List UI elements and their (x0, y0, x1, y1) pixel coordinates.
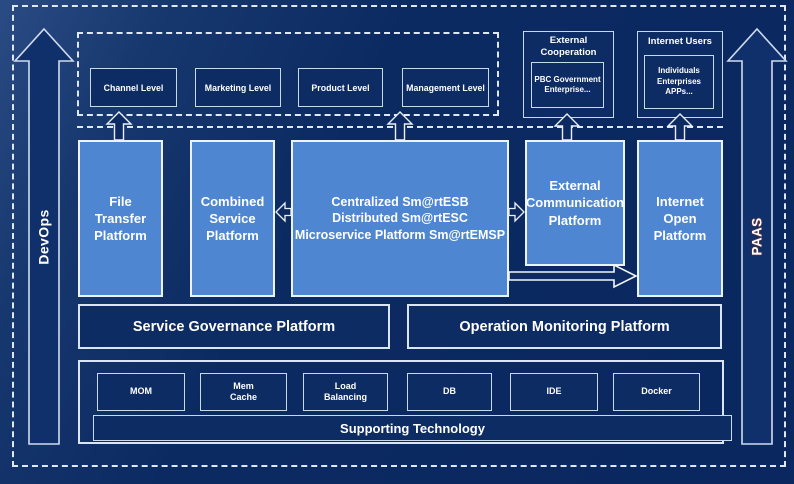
platform-label: Centralized Sm@rtESB Distributed Sm@rtES… (294, 194, 506, 242)
external-cooperation-box: External Cooperation PBC Government Ente… (523, 31, 614, 118)
tech-box-db: DB (407, 373, 492, 411)
internet-users-content: Individuals Enterprises APPs... (644, 55, 714, 109)
tech-label: Docker (641, 386, 672, 397)
platform-label: Combined Service Platform (200, 193, 265, 244)
governance-label: Service Governance Platform (132, 318, 336, 335)
paas-label: PAAS (749, 217, 765, 256)
tech-box-mom: MOM (97, 373, 185, 411)
outer-dashed-border (12, 5, 786, 467)
tech-label: DB (443, 386, 456, 397)
devops-label: DevOps (36, 208, 52, 265)
tech-box-docker: Docker (613, 373, 700, 411)
tech-label: MOM (130, 386, 152, 397)
devops-label-wrap: DevOps (14, 28, 74, 445)
internet-users-title: Internet Users (648, 36, 712, 47)
level-label: Channel Level (103, 82, 164, 93)
platform-file-transfer: File Transfer Platform (78, 140, 163, 297)
level-label: Product Level (311, 82, 370, 93)
platform-central-esb: Centralized Sm@rtESB Distributed Sm@rtES… (291, 140, 509, 297)
level-box-marketing: Marketing Level (195, 68, 281, 107)
supporting-technology-label: Supporting Technology (340, 420, 485, 436)
external-cooperation-content: PBC Government Enterprise... (531, 62, 604, 108)
platform-external-communication: External Communication Platform (525, 140, 625, 266)
up-arrow-icon (553, 113, 581, 141)
tech-label: Mem Cache (229, 380, 257, 402)
level-label: Management Level (406, 82, 485, 93)
platform-internet-open: Internet Open Platform (637, 140, 723, 297)
right-arrow-icon (508, 201, 525, 223)
platform-label: File Transfer Platform (94, 193, 147, 244)
long-right-arrow-icon (508, 263, 638, 289)
service-governance-platform: Service Governance Platform (78, 304, 390, 349)
paas-label-wrap: PAAS (727, 28, 787, 445)
tech-box-mem-cache: Mem Cache (200, 373, 287, 411)
level-label: Marketing Level (204, 82, 272, 93)
monitoring-label: Operation Monitoring Platform (459, 318, 670, 335)
up-arrow-icon (666, 113, 694, 141)
tech-box-ide: IDE (510, 373, 598, 411)
platform-label: Internet Open Platform (653, 193, 707, 244)
platform-label: External Communication Platform (525, 178, 625, 228)
up-arrow-icon (386, 111, 414, 141)
internet-users-box: Internet Users Individuals Enterprises A… (637, 31, 723, 118)
supporting-technology-bar: Supporting Technology (93, 415, 732, 441)
levels-dashed-container (77, 32, 499, 116)
up-arrow-icon (105, 111, 133, 141)
tech-label: Load Balancing (323, 380, 367, 402)
devops-arrow-icon (13, 27, 75, 445)
platform-combined-service: Combined Service Platform (190, 140, 275, 297)
supporting-technology-container (78, 360, 724, 444)
left-arrow-icon (275, 201, 292, 223)
operation-monitoring-platform: Operation Monitoring Platform (407, 304, 722, 349)
level-box-management: Management Level (402, 68, 489, 107)
tech-box-load-balancing: Load Balancing (303, 373, 388, 411)
tech-label: IDE (546, 386, 562, 397)
paas-arrow-icon (726, 27, 788, 445)
level-box-product: Product Level (298, 68, 383, 107)
level-box-channel: Channel Level (90, 68, 177, 107)
external-cooperation-title: External Cooperation (540, 35, 597, 58)
